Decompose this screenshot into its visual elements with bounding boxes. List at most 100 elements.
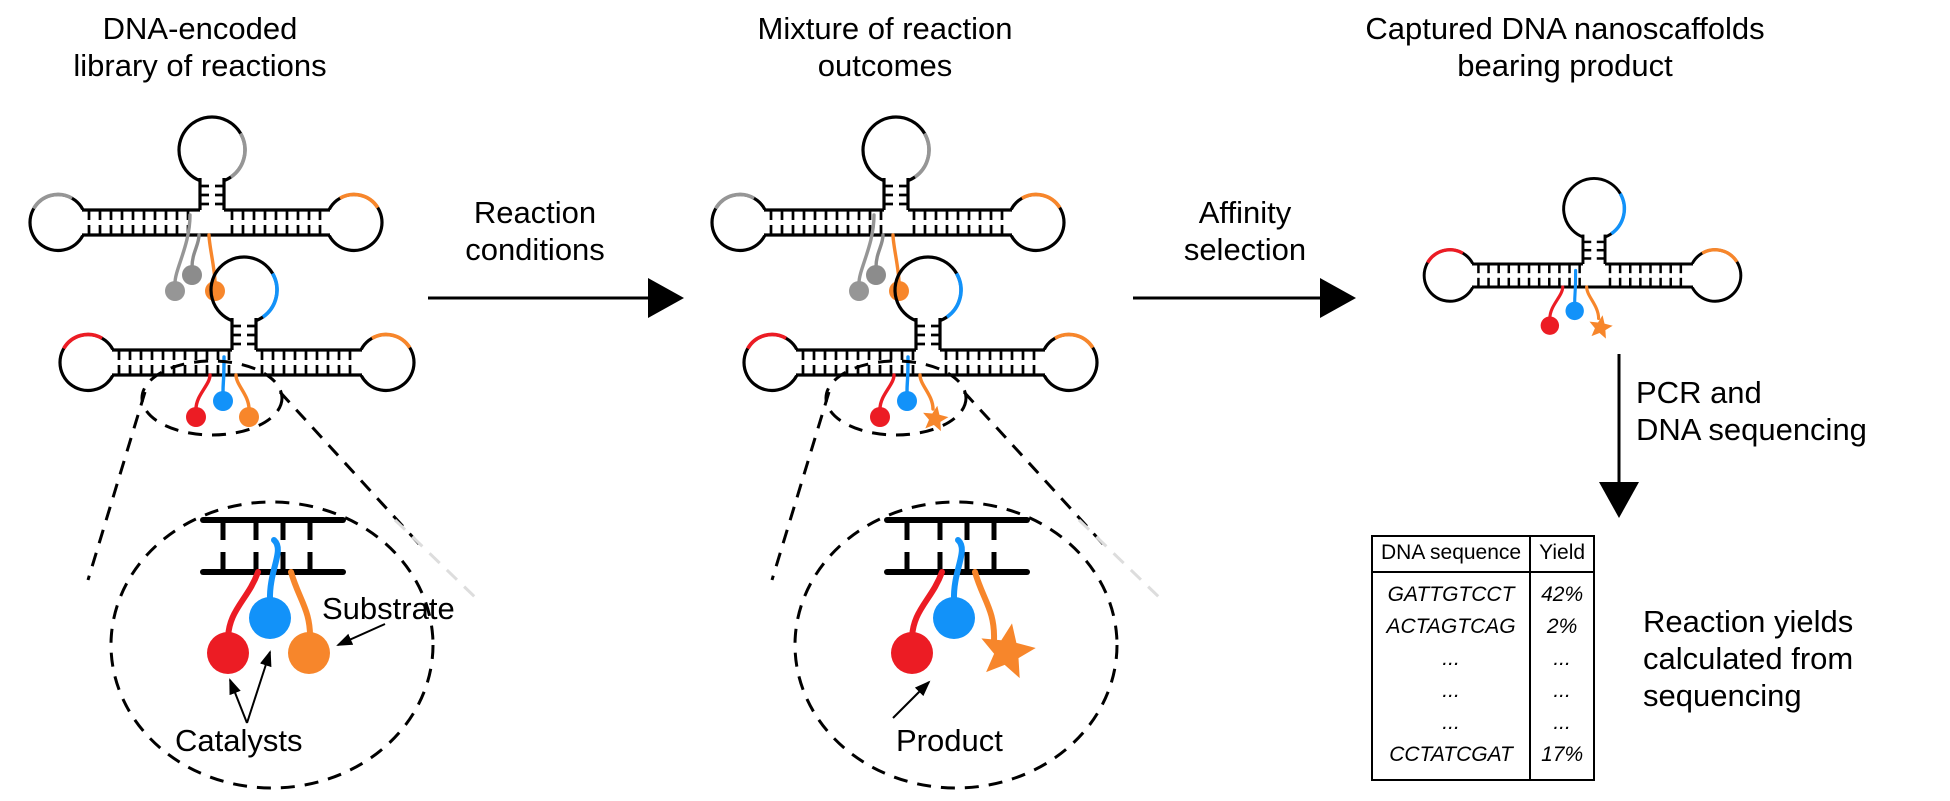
stage-title-line: Mixture of reaction xyxy=(757,11,1013,46)
scaffold-loop-top-code xyxy=(945,272,963,319)
yield-cell: ... xyxy=(1529,675,1596,707)
column-header-yield: Yield xyxy=(1529,535,1596,573)
product-star-icon xyxy=(981,623,1036,679)
scaffold-loop-left-code xyxy=(62,332,103,350)
table-row: GATTGTCCT 42% xyxy=(1370,572,1596,611)
scaffold-mixture-front xyxy=(742,255,1099,432)
scaffold-loop-top-code xyxy=(229,132,247,179)
stage-title-captured: Captured DNA nanoscaffolds bearing produ… xyxy=(1355,10,1775,84)
stage-title-line: DNA-encoded xyxy=(102,11,298,46)
table-row: ACTAGTCAG 2% xyxy=(1370,611,1596,643)
step-label-line: DNA sequencing xyxy=(1636,412,1867,447)
inactive-catalyst-linker xyxy=(173,213,192,285)
zoom-panel-library xyxy=(86,359,480,790)
sequence-cell: ... xyxy=(1370,675,1532,707)
callout-substrate-label: Substrate xyxy=(322,591,455,626)
catalyst-blue-bead xyxy=(1565,301,1584,321)
sequence-cell: ACTAGTCAG xyxy=(1370,611,1532,643)
product-pointer-arrow xyxy=(892,680,931,719)
result-caption-line: Reaction yields xyxy=(1643,604,1854,639)
zoom-callouts-layer xyxy=(86,359,1164,790)
sequence-cell: ... xyxy=(1370,643,1532,675)
table-row: ... ... xyxy=(1370,675,1596,707)
substrate-linker xyxy=(207,233,217,285)
inactive-catalyst-linker xyxy=(857,213,876,285)
scaffold-library-back xyxy=(28,115,384,301)
scaffold-loop-right-code xyxy=(1054,332,1095,349)
catalyst-blue-bead xyxy=(249,597,291,639)
inactive-catalyst-bead xyxy=(165,281,185,301)
product-linker xyxy=(1585,285,1601,321)
sequence-yield-table: DNA sequence Yield GATTGTCCT 42% ACTAGTC… xyxy=(1370,535,1596,781)
zoom-guide-line-faded xyxy=(1077,518,1164,602)
catalyst-red-linker xyxy=(909,569,945,643)
callout-product-label: Product xyxy=(896,723,1003,758)
step-label-line: selection xyxy=(1183,232,1307,267)
catalyst-red-bead xyxy=(207,632,249,674)
catalyst-red-bead xyxy=(1540,316,1560,335)
substrate-bead xyxy=(889,281,909,301)
catalyst-red-bead xyxy=(870,407,890,427)
table-row: ... ... xyxy=(1370,643,1596,675)
catalyst-blue-bead xyxy=(933,597,975,639)
step-label-reaction-conditions: Reaction conditions xyxy=(430,194,640,268)
catalyst-blue-bead xyxy=(897,391,917,411)
catalyst-red-linker xyxy=(878,373,896,411)
stage-title-library: DNA-encoded library of reactions xyxy=(20,10,380,84)
catalyst-blue-linker xyxy=(266,537,281,603)
product-star-icon xyxy=(1589,315,1613,339)
table-header-row: DNA sequence Yield xyxy=(1370,535,1596,573)
yield-cell: 2% xyxy=(1529,611,1596,643)
zoom-guide-line xyxy=(278,390,422,547)
catalyst-red-linker xyxy=(1548,285,1565,321)
scaffold-loop-top-code xyxy=(261,272,279,319)
catalyst-pointer-arrow xyxy=(246,650,272,724)
yield-cell: 17% xyxy=(1529,739,1596,780)
substrate-linker xyxy=(288,569,314,643)
zoom-guide-line xyxy=(86,391,147,581)
scaffold-loop-right-code xyxy=(339,192,380,209)
scaffold-loop-left-code xyxy=(746,332,787,350)
catalyst-red-bead xyxy=(891,632,933,674)
inactive-catalyst-bead xyxy=(182,265,202,285)
stage-title-line: Captured DNA nanoscaffolds xyxy=(1365,11,1765,46)
zoom-panel-mixture xyxy=(770,359,1164,790)
result-caption: Reaction yields calculated from sequenci… xyxy=(1643,603,1853,714)
sequence-cell: GATTGTCCT xyxy=(1370,572,1532,611)
inactive-catalyst-linker xyxy=(190,233,201,269)
inactive-catalyst-bead xyxy=(849,281,869,301)
product-star-icon xyxy=(923,405,949,432)
sequence-cell: ... xyxy=(1370,707,1532,739)
substrate-linker xyxy=(234,373,251,411)
step-label-affinity-selection: Affinity selection xyxy=(1140,194,1350,268)
catalyst-blue-bead xyxy=(213,391,233,411)
scaffold-loop-left-code xyxy=(714,192,755,210)
stage-title-line: bearing product xyxy=(1457,48,1673,83)
result-caption-line: calculated from xyxy=(1643,641,1854,676)
column-header-sequence: DNA sequence xyxy=(1370,535,1532,573)
scaffolds-layer xyxy=(28,115,1743,432)
substrate-bead xyxy=(288,632,330,674)
substrate-pointer-arrow xyxy=(336,623,386,646)
catalyst-red-linker xyxy=(194,373,212,411)
step-label-line: Affinity xyxy=(1198,195,1292,230)
stage-title-line: outcomes xyxy=(817,48,953,83)
yield-cell: ... xyxy=(1529,707,1596,739)
scaffold-loop-right-code xyxy=(1021,192,1062,209)
sequence-cell: CCTATCGAT xyxy=(1370,739,1532,780)
catalyst-blue-linker xyxy=(950,537,965,603)
zoom-guide-line xyxy=(770,391,831,581)
stage-title-mixture: Mixture of reaction outcomes xyxy=(705,10,1065,84)
callout-catalysts-label: Catalysts xyxy=(175,723,303,758)
table-row: ... ... xyxy=(1370,707,1596,739)
zoom-guide-line-faded xyxy=(393,518,480,602)
large-dashed-ellipse xyxy=(793,500,1119,790)
scaffold-loop-top-code xyxy=(913,132,931,179)
scaffold-loop-left-code xyxy=(1426,248,1464,264)
result-caption-line: sequencing xyxy=(1643,678,1802,713)
scaffold-loop-left-code xyxy=(32,192,73,210)
table-row: CCTATCGAT 17% xyxy=(1370,739,1596,780)
yield-cell: ... xyxy=(1529,643,1596,675)
catalyst-pointer-arrow xyxy=(229,678,248,724)
